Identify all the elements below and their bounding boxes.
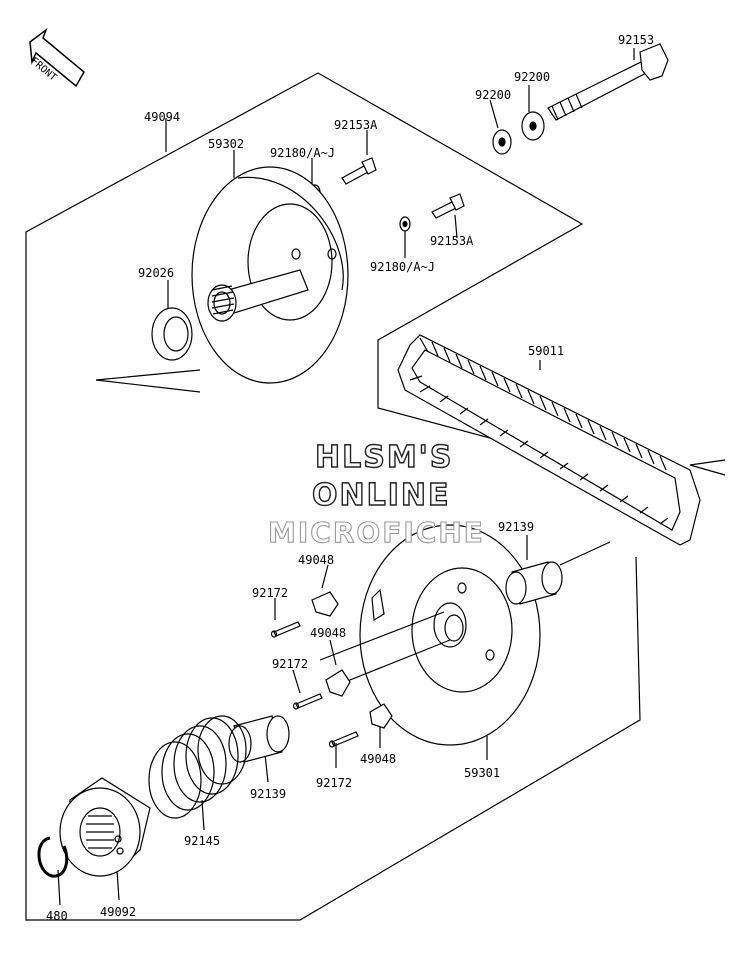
part-label-59302: 59302 bbox=[208, 137, 245, 151]
spring-92145 bbox=[148, 715, 247, 819]
part-label-92180-right: 92180/A~J bbox=[370, 260, 436, 274]
pin-92172-mid bbox=[292, 693, 323, 710]
part-label-49048-mid: 49048 bbox=[310, 626, 347, 640]
washer-92200-b bbox=[492, 129, 512, 155]
circlip-480 bbox=[37, 836, 69, 878]
washer-92026 bbox=[151, 307, 193, 361]
washer-92180-right bbox=[399, 216, 411, 232]
part-label-59011: 59011 bbox=[528, 344, 565, 358]
washer-92200-a bbox=[521, 111, 545, 141]
part-label-49048-top: 49048 bbox=[298, 553, 335, 567]
watermark-line-2: ONLINE bbox=[311, 477, 451, 513]
weight-49048-low bbox=[369, 703, 393, 729]
part-label-92172-mid: 92172 bbox=[272, 657, 309, 671]
upper-assembly-outline bbox=[25, 72, 666, 921]
part-label-49094: 49094 bbox=[144, 110, 181, 124]
leader-lines bbox=[57, 48, 726, 906]
part-label-92139-right: 92139 bbox=[498, 520, 535, 534]
drive-belt-59011 bbox=[397, 334, 701, 546]
weight-49048-mid bbox=[325, 669, 351, 697]
pin-92172-low bbox=[328, 731, 359, 748]
bolt-92153A-right bbox=[431, 193, 465, 219]
part-label-59301: 59301 bbox=[464, 766, 501, 780]
part-label-92180-top: 92180/A~J bbox=[270, 146, 336, 160]
sheave-59302 bbox=[191, 166, 349, 384]
part-label-49092: 49092 bbox=[100, 905, 137, 919]
part-label-92026: 92026 bbox=[138, 266, 175, 280]
part-label-92172-top: 92172 bbox=[252, 586, 289, 600]
part-label-49048-low: 49048 bbox=[360, 752, 397, 766]
pin-92172-top bbox=[270, 621, 301, 638]
part-label-92172-low: 92172 bbox=[316, 776, 353, 790]
watermark-line-3: MICROFICHE bbox=[267, 515, 485, 549]
weight-49048-top bbox=[311, 591, 339, 617]
sheave-59301 bbox=[319, 524, 541, 746]
part-label-92139-left: 92139 bbox=[250, 787, 287, 801]
front-arrow-icon bbox=[29, 27, 85, 88]
part-label-92145: 92145 bbox=[184, 834, 221, 848]
part-label-92200-a: 92200 bbox=[514, 70, 551, 84]
part-label-480: 480 bbox=[46, 909, 68, 923]
bolt-92153 bbox=[547, 43, 669, 121]
part-label-92153A-right: 92153A bbox=[430, 234, 474, 248]
watermark-line-1: HLSM'S bbox=[314, 439, 454, 475]
part-label-92200-b: 92200 bbox=[475, 88, 512, 102]
part-label-92153: 92153 bbox=[618, 33, 655, 47]
bolt-92153A-top bbox=[341, 157, 377, 185]
bushing-92139-right bbox=[505, 561, 563, 605]
part-label-92153A-top: 92153A bbox=[334, 118, 378, 132]
cam-49092 bbox=[59, 777, 151, 877]
